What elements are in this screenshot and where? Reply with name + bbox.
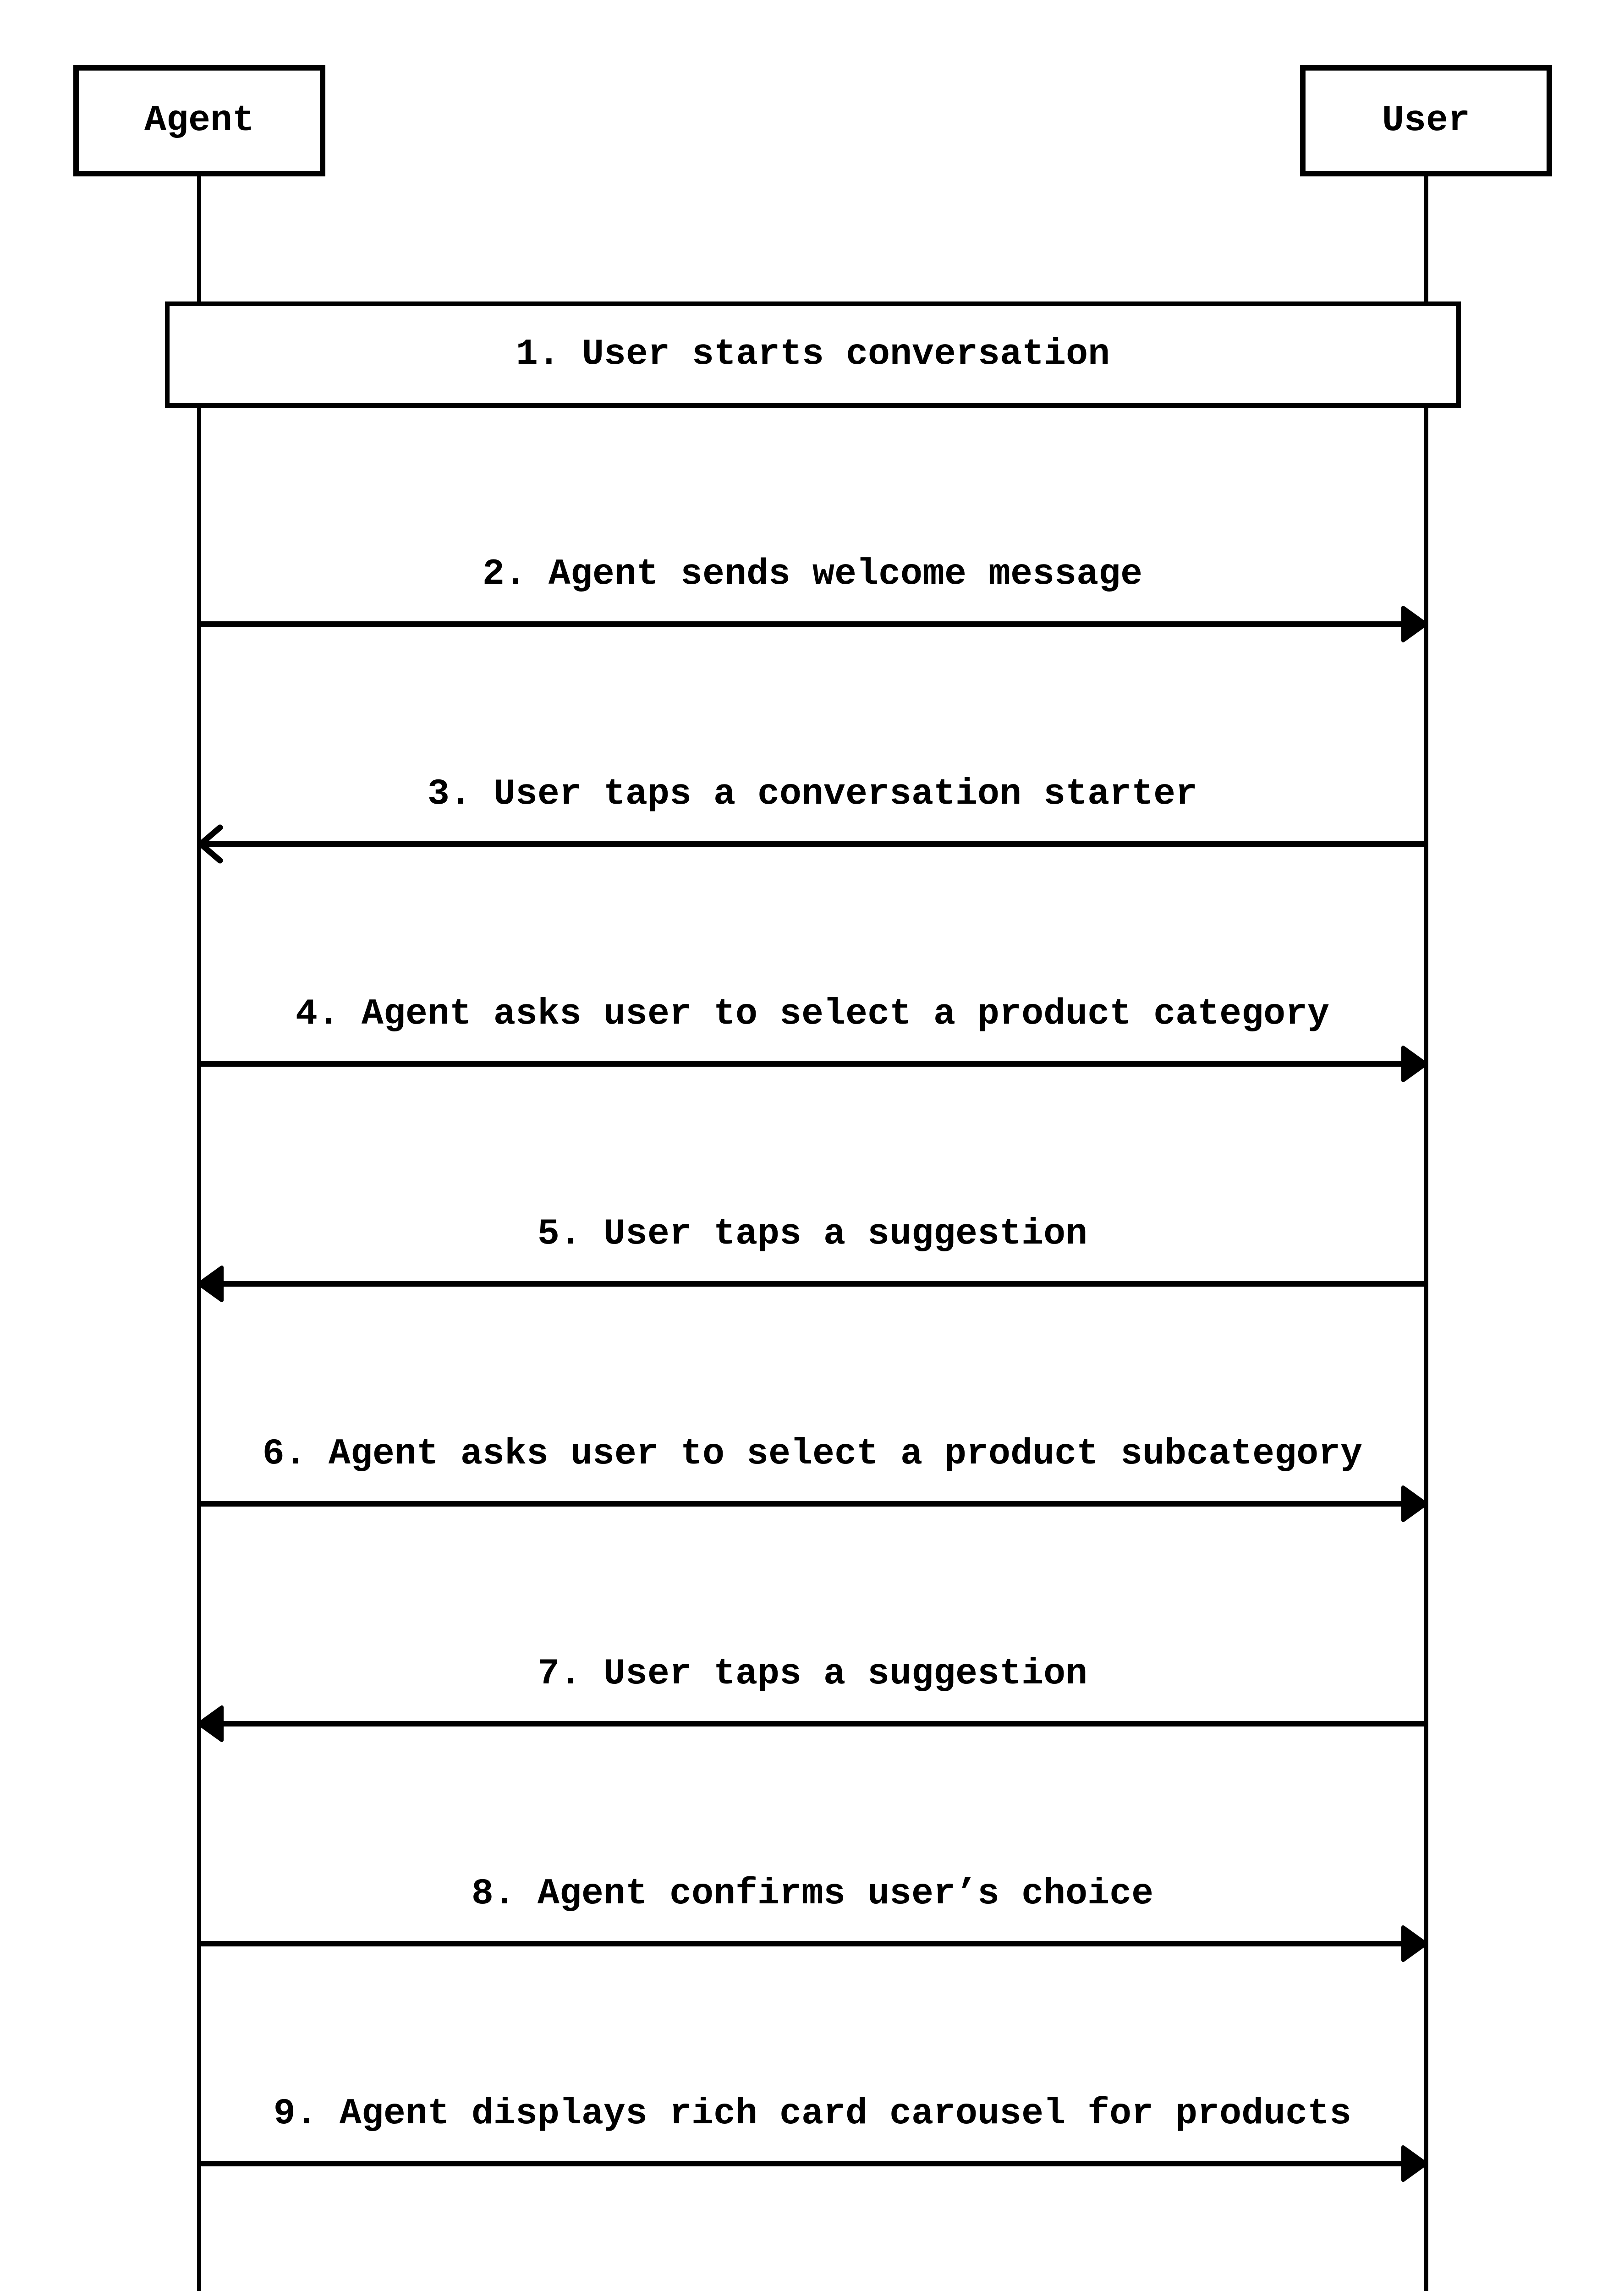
message-label: 5. User taps a suggestion	[199, 1210, 1426, 1259]
message-arrow-right	[199, 1046, 1428, 1082]
message-label-line: 8. Agent confirms user’s choice	[471, 1873, 1154, 1915]
message-label: 7. User taps a suggestion	[199, 1650, 1426, 1699]
user-lifeline	[1424, 176, 1428, 2291]
note-user-starts-conversation: 1. User starts conversation	[165, 301, 1461, 408]
filled-arrowhead-icon	[1401, 1046, 1428, 1082]
message-arrow-right	[199, 2145, 1428, 2182]
message-label: 2. Agent sends welcome message	[199, 550, 1426, 599]
message-label-line: 4. Agent asks user to select a product c…	[295, 993, 1330, 1035]
filled-arrowhead-icon	[1401, 1925, 1428, 1962]
message-label-line: 2. Agent sends welcome message	[482, 554, 1143, 595]
message-arrow-right	[199, 1925, 1428, 1962]
agent-lifeline	[197, 176, 201, 2291]
message-arrow-left	[198, 824, 1426, 864]
actor-box-agent-top: Agent	[73, 65, 325, 176]
message-label: 8. Agent confirms user’s choice	[199, 1870, 1426, 1918]
message-label-line: 5. User taps a suggestion	[537, 1213, 1088, 1255]
message-arrow-left	[197, 1705, 1426, 1742]
message-arrow-left	[197, 1266, 1426, 1302]
message-arrow-right	[199, 606, 1428, 642]
filled-arrowhead-icon	[197, 1266, 224, 1302]
filled-arrowhead-icon	[1401, 1485, 1428, 1522]
message-label-line: 9. Agent displays rich card carousel for…	[273, 2093, 1352, 2135]
message-label-line: 3. User taps a conversation starter	[427, 773, 1198, 815]
message-label: 6. Agent asks user to select a product s…	[199, 1430, 1426, 1479]
message-label-line: 6. Agent asks user to select a product s…	[262, 1433, 1363, 1475]
message-arrow-right	[199, 1485, 1428, 1522]
actor-box-user-top: User	[1300, 65, 1552, 176]
open-arrowhead-icon	[198, 824, 223, 864]
message-label-line: 7. User taps a suggestion	[537, 1653, 1088, 1695]
message-label: 4. Agent asks user to select a product c…	[199, 990, 1426, 1039]
filled-arrowhead-icon	[1401, 2145, 1428, 2182]
filled-arrowhead-icon	[1401, 606, 1428, 642]
filled-arrowhead-icon	[197, 1705, 224, 1742]
message-label: 9. Agent displays rich card carousel for…	[199, 2090, 1426, 2138]
message-label: 3. User taps a conversation starter	[199, 770, 1426, 819]
